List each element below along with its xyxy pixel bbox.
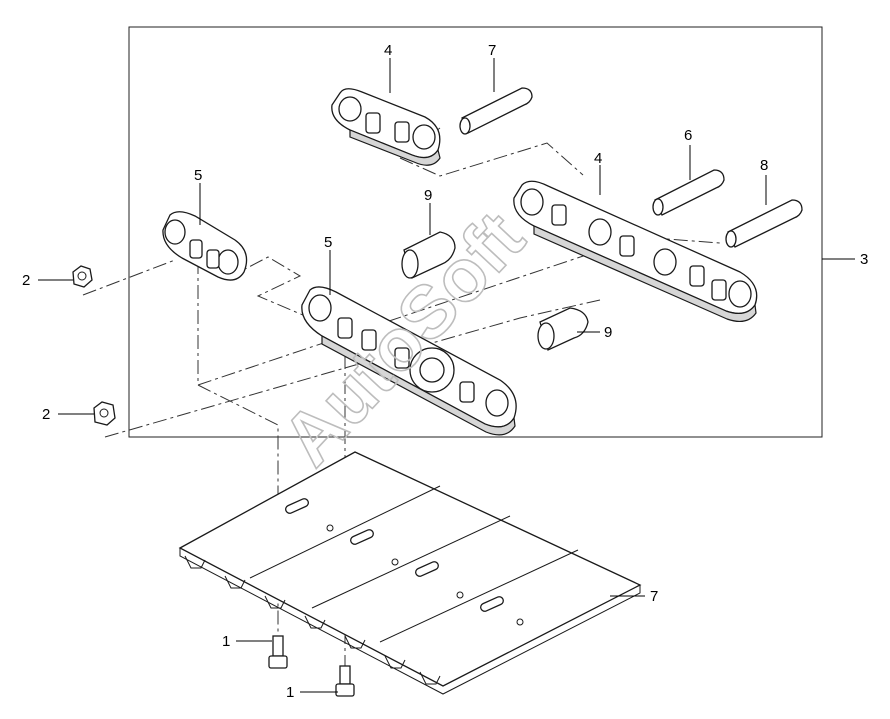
- watermark-text: AutoSoft: [266, 196, 540, 481]
- callout-7-top: 7: [488, 42, 496, 59]
- callout-2-upper: 2: [22, 272, 30, 289]
- callout-1-right: 1: [286, 684, 294, 701]
- nut-upper: [72, 265, 93, 288]
- callout-1-left: 1: [222, 633, 230, 650]
- callout-6: 6: [684, 127, 692, 144]
- callout-9-lower: 9: [604, 324, 612, 341]
- pin-7-right: [725, 199, 803, 248]
- pin-7-top: [459, 87, 533, 135]
- track-shoes: [178, 451, 642, 695]
- bolt-right: [335, 665, 355, 697]
- chain-link-top: [331, 88, 441, 166]
- callout-labels: 4 7 6 4 8 5 9 5 3 2 9 2 7 1 1: [22, 42, 868, 701]
- callout-5-left: 5: [194, 167, 202, 184]
- callout-2-lower: 2: [42, 406, 50, 423]
- chain-link-right: [513, 180, 758, 323]
- chain-link-left: [162, 211, 248, 281]
- bushing-9-lower: [537, 307, 589, 351]
- pin-6: [652, 169, 725, 216]
- assembly-frame: [128, 26, 823, 438]
- bolt-left: [268, 635, 288, 669]
- callout-4-top: 4: [384, 42, 392, 59]
- callout-9-center: 9: [424, 187, 432, 204]
- callout-3: 3: [860, 251, 868, 268]
- callout-5-center: 5: [324, 234, 332, 251]
- bushing-9-center: [401, 231, 456, 279]
- callout-7-right: 8: [760, 157, 768, 174]
- nut-lower: [93, 401, 116, 426]
- callout-4-right: 4: [594, 150, 602, 167]
- leader-lines: [38, 58, 855, 693]
- chain-link-center: [301, 286, 517, 436]
- callout-8: 7: [650, 588, 658, 605]
